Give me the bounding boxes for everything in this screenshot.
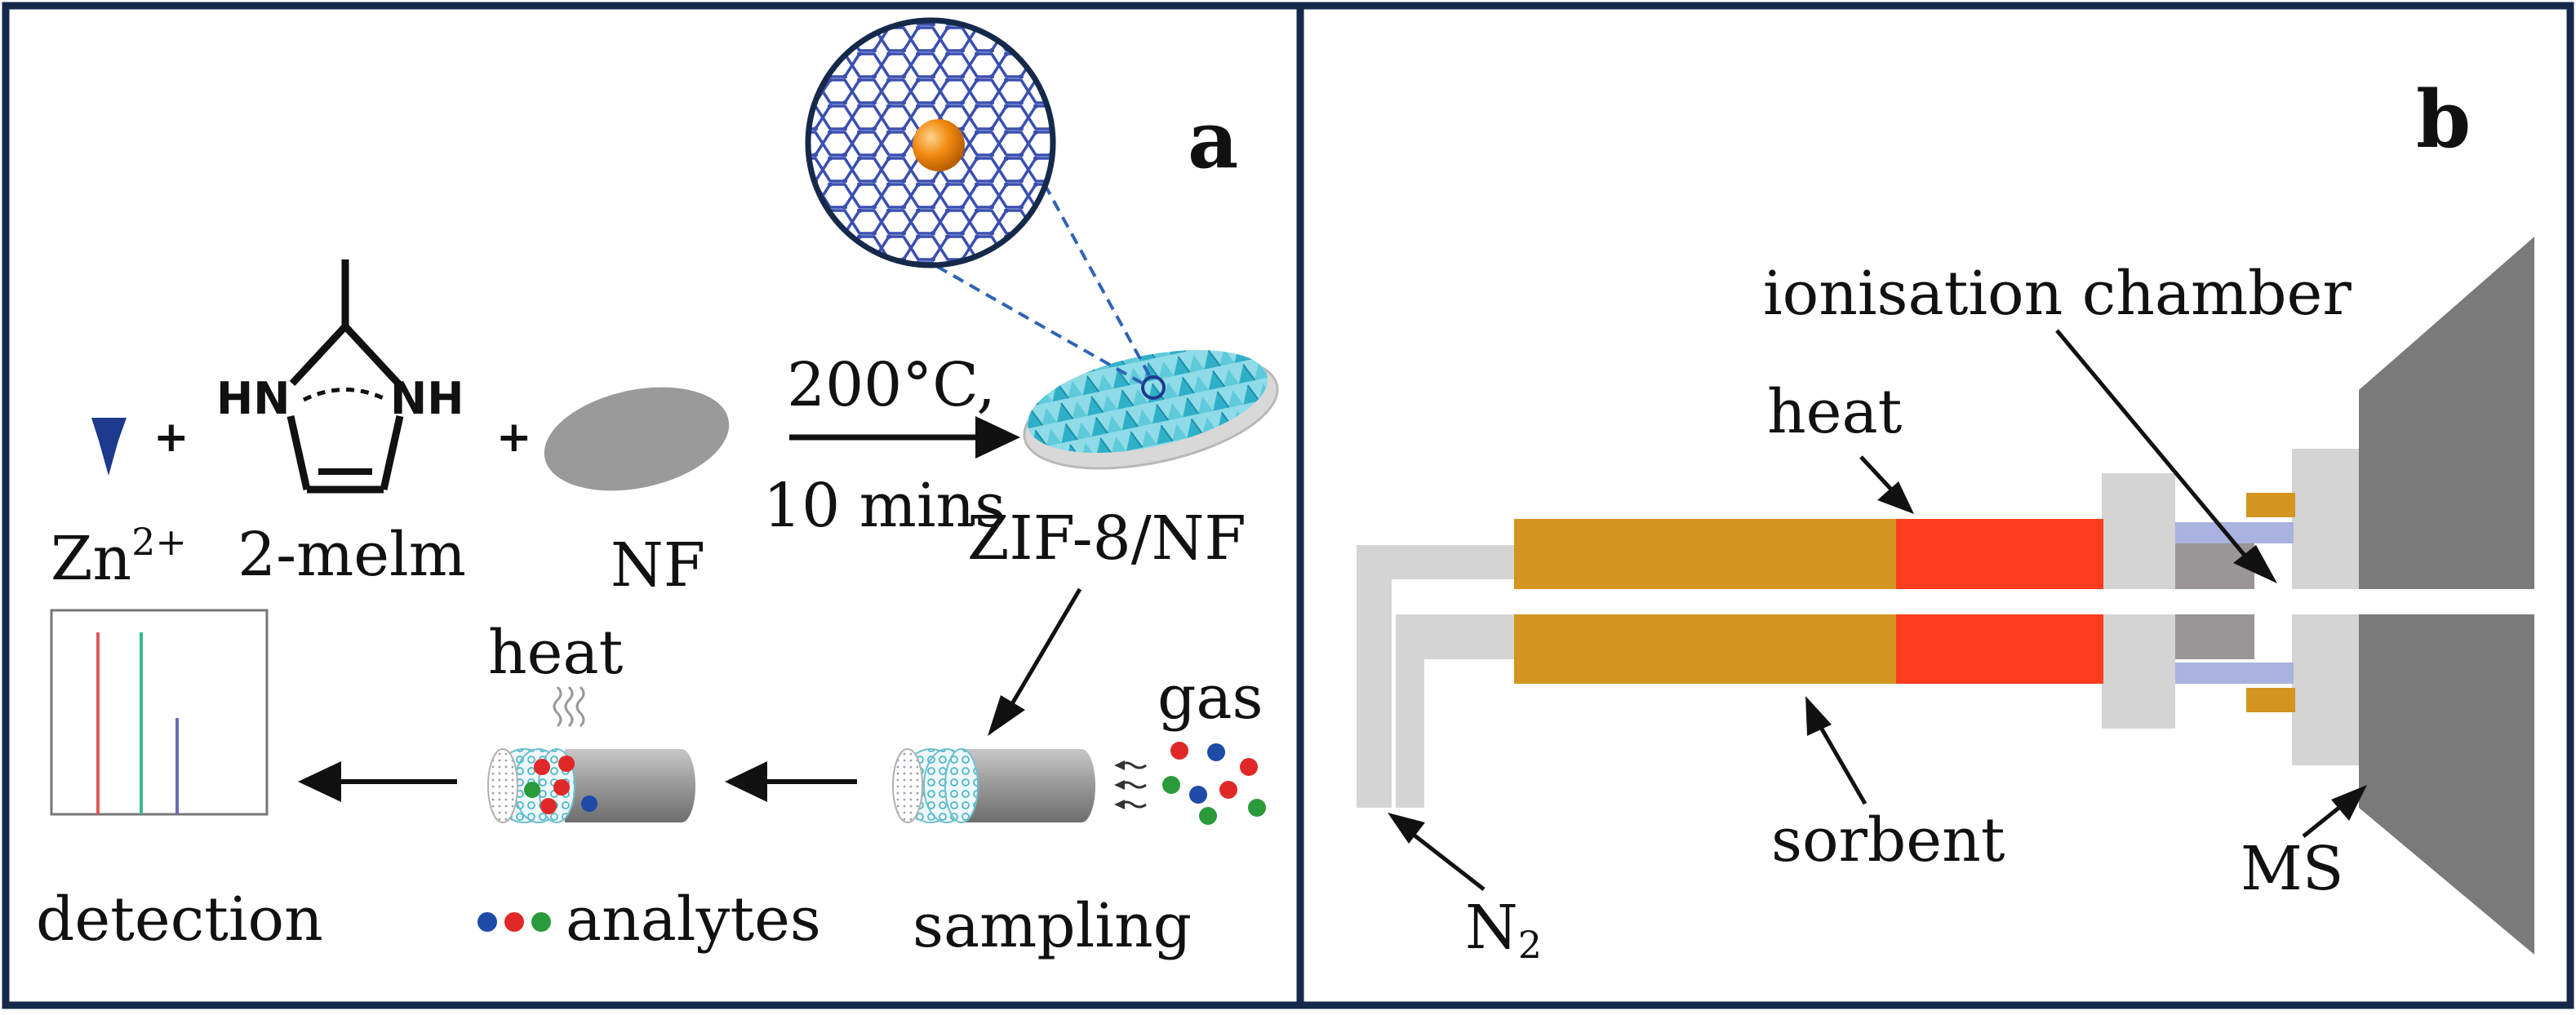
analytes-label: analytes (566, 884, 821, 955)
heat-zone-upper (1896, 519, 2103, 589)
n2-pointer-line (1409, 831, 1486, 891)
fitting-upper (2102, 473, 2175, 589)
sorbent-pointer-head (1805, 696, 1832, 736)
ms-block-lower (2359, 614, 2534, 955)
zoom-guide-right (1045, 187, 1151, 376)
lavender-tube-lower (2171, 663, 2294, 684)
heat-pointer-line (1859, 455, 1895, 494)
sorbent-pointer-line (1818, 725, 1868, 805)
product-to-sampling-arrowhead (988, 695, 1025, 736)
n2-pointer-head (1388, 813, 1425, 844)
ms-pointer-line (2302, 804, 2343, 838)
ionisation-gold-lower (2246, 688, 2295, 712)
heat-wave-icon (553, 685, 585, 728)
heat-pointer-head (1877, 481, 1914, 514)
panel-b-frame (1296, 2, 2574, 1009)
condition-temperature: 200°C, (787, 350, 996, 420)
ms-pointer-head (2331, 785, 2367, 821)
sorbent-lower (1514, 614, 1896, 684)
ionisation-pointer-line (2055, 329, 2248, 559)
detection-label: detection (36, 884, 323, 955)
gas-molecules-icon (1114, 742, 1266, 825)
heat-label-a: heat (488, 618, 624, 688)
n2-pipe-inner-wall (1396, 614, 1514, 808)
ms-flange-upper (2292, 449, 2359, 589)
ionisation-gold-upper (2246, 493, 2295, 517)
ms-block-upper (2359, 237, 2534, 589)
2-methylimidazole-structure-icon (286, 259, 404, 494)
sorbent-upper (1514, 519, 1896, 589)
condition-time: 10 mins (763, 471, 1006, 541)
nf-label: NF (611, 530, 705, 601)
sorbent-label: sorbent (1771, 805, 2005, 875)
panel-b-letter: b (2416, 73, 2471, 166)
hn-label: HN (216, 373, 290, 424)
heated-tube-icon (487, 748, 695, 823)
2-melm-label: 2-melm (238, 520, 466, 590)
panel-a-letter: a (1188, 94, 1238, 186)
ionisation-chamber-label: ionisation chamber (1763, 259, 2352, 329)
zif8-coated-disc-icon (1023, 349, 1279, 470)
plus-sign-1: + (153, 413, 189, 462)
heat-label-b: heat (1767, 377, 1903, 447)
seal-lower (2173, 614, 2254, 659)
plus-sign-2: + (496, 413, 532, 462)
ionisation-pointer-head (2233, 545, 2277, 583)
nickel-foam-disc-icon (544, 387, 730, 491)
ms-flange-lower (2292, 614, 2359, 765)
gas-label: gas (1157, 663, 1263, 733)
n2-label: N2 (1465, 893, 1542, 967)
ms-label: MS (2241, 834, 2343, 904)
reaction-arrowhead (975, 416, 1020, 459)
nh-label: NH (390, 373, 464, 424)
analytes-legend-dots (477, 912, 551, 932)
to-heating-arrowhead (725, 761, 767, 802)
zn-label: Zn2+ (51, 520, 187, 594)
product-to-sampling-arrow (1008, 587, 1082, 708)
zoom-marker-circle (1141, 375, 1166, 400)
to-detection-arrowhead (298, 761, 341, 802)
heat-zone-lower (1896, 614, 2103, 684)
zinc-ion-icon (91, 418, 127, 476)
chromatogram-icon (50, 609, 269, 816)
n2-pipe-outer (1357, 545, 1514, 808)
zif8-framework-zoom-icon (805, 17, 1056, 268)
zif8-nf-label: ZIF-8/NF (967, 503, 1246, 574)
sampling-tube-icon (892, 748, 1095, 823)
sampling-label: sampling (913, 891, 1192, 961)
fitting-lower (2102, 614, 2175, 729)
